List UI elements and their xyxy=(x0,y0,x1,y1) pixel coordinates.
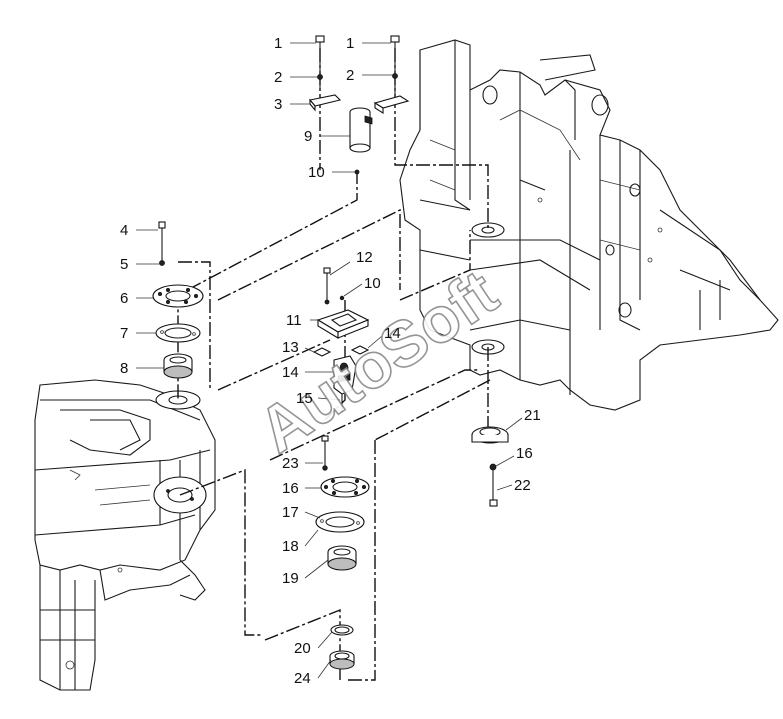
part-pin-9 xyxy=(349,107,373,175)
part-lower-right-bearing xyxy=(471,426,509,507)
callout-label: 22 xyxy=(514,477,531,494)
callout-label: 23 xyxy=(282,455,299,472)
callout-label: 8 xyxy=(120,360,128,377)
callout-label: 11 xyxy=(286,312,302,329)
callout-label: 18 xyxy=(282,538,299,555)
part-lower-bearing-stack xyxy=(315,435,370,670)
callout-label: 17 xyxy=(282,504,299,521)
callout-label: 10 xyxy=(308,164,325,181)
callout-label: 14 xyxy=(282,364,299,381)
callout-label: 19 xyxy=(282,570,299,587)
leader-lines xyxy=(136,42,523,679)
callout-label: 16 xyxy=(516,445,533,462)
front-frame-drawing xyxy=(399,39,779,411)
callout-label: 4 xyxy=(120,222,128,239)
callout-label: 3 xyxy=(274,96,282,113)
rear-frame-drawing xyxy=(34,379,216,691)
callout-label: 2 xyxy=(346,67,354,84)
callout-label: 7 xyxy=(120,325,128,342)
callout-label: 16 xyxy=(282,480,299,497)
part-upper-bearing-stack xyxy=(152,221,204,379)
callout-label: 9 xyxy=(304,128,312,145)
callout-label: 5 xyxy=(120,256,128,273)
callout-label: 6 xyxy=(120,290,128,307)
callout-label: 2 xyxy=(274,69,282,86)
callout-label: 13 xyxy=(282,339,299,356)
callout-label: 20 xyxy=(294,640,311,657)
callout-label: 21 xyxy=(524,407,541,424)
callout-label: 12 xyxy=(356,249,373,266)
callout-label: 15 xyxy=(296,390,313,407)
part-bolts-top xyxy=(315,35,400,96)
callout-label: 1 xyxy=(346,35,354,52)
callout-labels: 1 1 2 2 3 9 10 4 5 6 7 8 12 10 11 13 14 … xyxy=(120,35,541,687)
callout-label: 10 xyxy=(364,275,381,292)
callout-label: 1 xyxy=(274,35,282,52)
callout-label: 24 xyxy=(294,670,311,687)
part-center-pin-assembly xyxy=(312,267,370,412)
part-lock-plates xyxy=(308,94,410,114)
callout-label: 14 xyxy=(384,325,401,342)
